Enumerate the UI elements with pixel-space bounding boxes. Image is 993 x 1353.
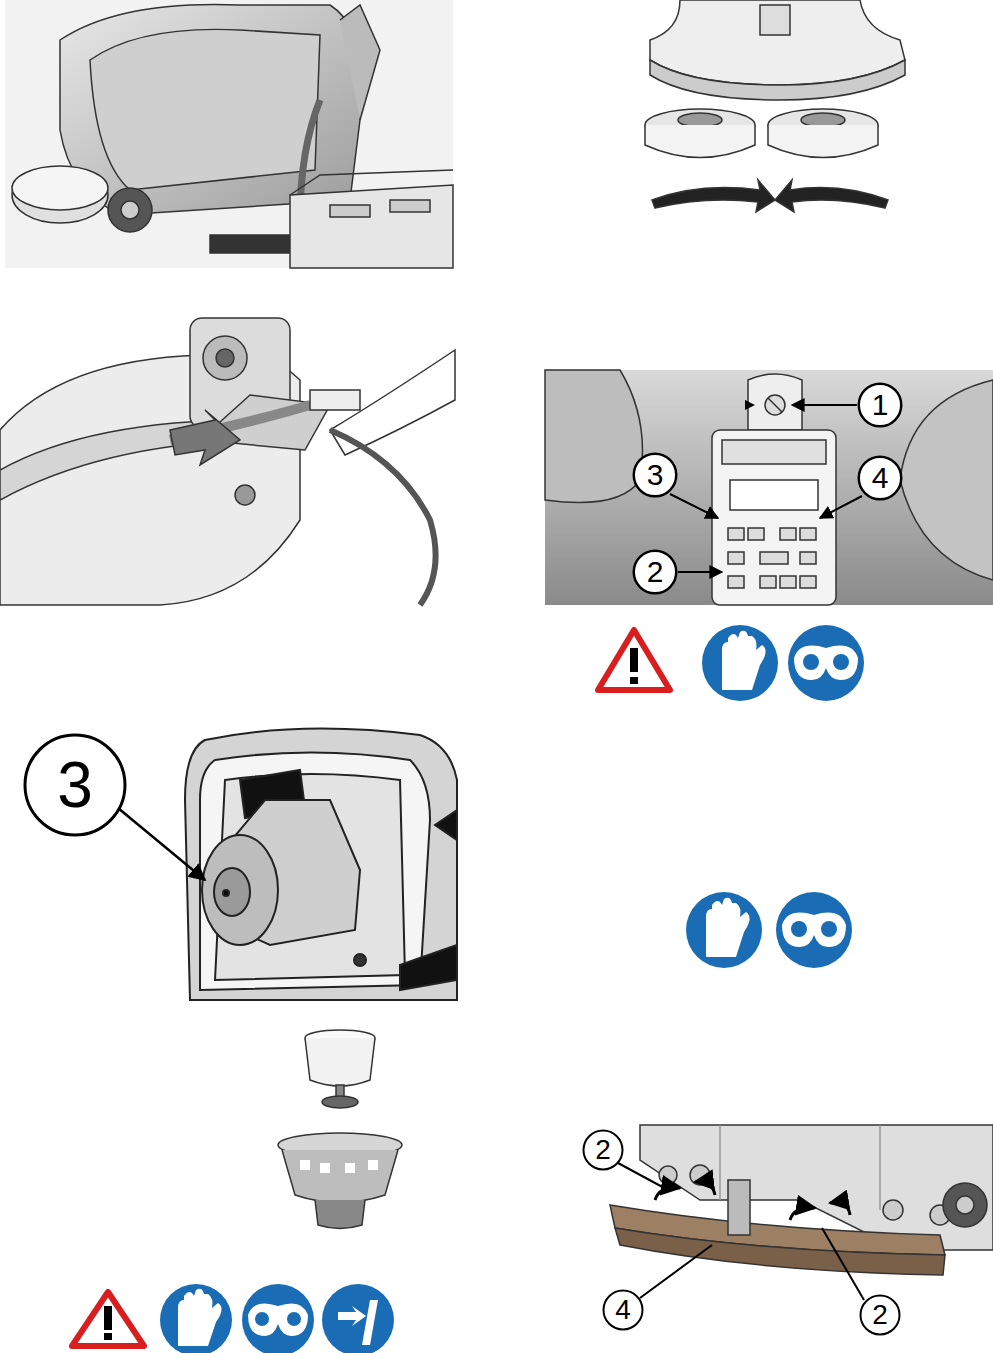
callout-circle: 3 [632, 452, 678, 498]
brush-deck-illustration [645, 0, 905, 212]
vacuum-motor-illustration [118, 729, 457, 1000]
callout-circle: 1 [857, 382, 903, 428]
callout-circle: 2 [582, 1129, 624, 1171]
ppe-icons [686, 892, 852, 968]
callout-circle: 4 [602, 1289, 644, 1331]
callout-number: 2 [632, 549, 678, 595]
callout-number: 1 [857, 382, 903, 428]
hose-illustration [0, 318, 455, 605]
callout-number: 3 [23, 733, 127, 837]
squeegee-illustration [610, 1125, 993, 1300]
callout-number: 4 [857, 455, 903, 501]
callout-number: 3 [632, 452, 678, 498]
callout-circle: 2 [632, 549, 678, 595]
callout-circle: 4 [857, 455, 903, 501]
safety-icons [598, 625, 864, 701]
machine-illustration [5, 0, 453, 268]
callout-circle: 3 [23, 733, 127, 837]
filter-illustration [278, 1030, 402, 1229]
safety-icons [72, 1284, 394, 1353]
callout-number: 2 [582, 1129, 624, 1171]
callout-number: 2 [859, 1294, 901, 1336]
control-panel-illustration [545, 370, 993, 605]
callout-circle: 2 [859, 1294, 901, 1336]
callout-number: 4 [602, 1289, 644, 1331]
